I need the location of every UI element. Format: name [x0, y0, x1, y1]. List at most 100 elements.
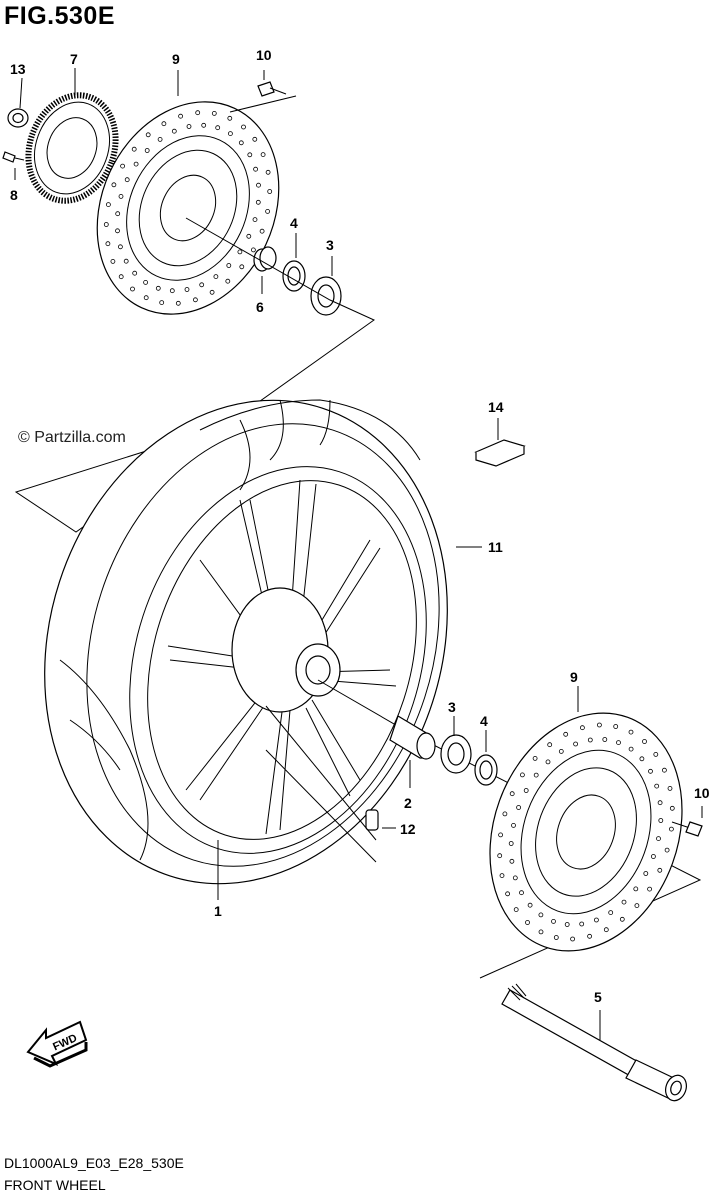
disc-hole — [616, 740, 621, 745]
disc-hole — [532, 756, 538, 761]
disc-hole — [192, 297, 198, 303]
disc-hole — [647, 886, 652, 892]
disc-hole — [255, 199, 261, 205]
callout-4-right: 4 — [480, 713, 488, 729]
disc-hole — [143, 295, 149, 301]
disc-hole — [178, 113, 184, 119]
disc-hole — [654, 783, 660, 789]
disc-hole — [643, 871, 649, 876]
disc-hole — [662, 767, 667, 773]
axle-5[interactable] — [501, 983, 690, 1104]
callout-1: 1 — [214, 903, 222, 919]
spacer-2[interactable] — [389, 715, 436, 788]
disc-bolt-10-top[interactable] — [257, 70, 287, 97]
disc-hole — [621, 899, 627, 905]
disc-hole — [502, 811, 508, 817]
disc-hole — [579, 921, 585, 927]
disc-hole — [520, 772, 525, 778]
disc-hole — [247, 152, 253, 158]
figure-title: FIG.530E — [4, 2, 115, 30]
disc-hole — [523, 788, 529, 793]
bearing-3-top[interactable] — [310, 256, 342, 316]
disc-hole — [132, 270, 138, 276]
disc-hole — [103, 222, 109, 227]
disc-hole — [505, 891, 511, 897]
disc-hole — [513, 907, 519, 912]
callout-9-top: 9 — [172, 51, 180, 67]
callout-14: 14 — [488, 399, 504, 415]
disc-hole — [580, 725, 585, 731]
disc-hole — [509, 858, 515, 864]
disc-bolt-10-right[interactable] — [671, 806, 703, 837]
disc-hole — [267, 189, 273, 194]
disc-hole — [115, 211, 121, 217]
disc-hole — [509, 791, 515, 797]
disc-hole — [195, 110, 201, 116]
disc-hole — [547, 742, 553, 748]
disc-hole — [227, 115, 233, 121]
disc-hole — [651, 854, 656, 859]
disc-hole — [597, 722, 602, 728]
nut-13[interactable] — [7, 77, 29, 128]
bearing-3-right[interactable] — [440, 716, 472, 774]
disc-hole — [226, 263, 232, 268]
disc-hole — [250, 247, 256, 253]
disc-hole — [573, 741, 578, 747]
disc-hole — [658, 818, 664, 823]
wheel-rim-1[interactable] — [82, 428, 474, 900]
disc-hole — [175, 300, 181, 306]
disc-hole — [239, 264, 245, 270]
disc-hole — [209, 289, 215, 295]
disc-hole — [238, 140, 244, 146]
disc-hole — [558, 749, 564, 754]
disc-hole — [143, 279, 149, 285]
disc-hole — [186, 124, 192, 129]
disc-hole — [123, 258, 129, 264]
oil-seal-4-top[interactable] — [282, 233, 306, 292]
callout-6: 6 — [256, 299, 264, 315]
brake-disc-9-top[interactable] — [64, 70, 313, 344]
disc-hole — [667, 786, 673, 791]
disc-hole — [533, 772, 539, 778]
callout-2: 2 — [404, 795, 412, 811]
bolt-8[interactable] — [2, 151, 25, 180]
balancer-weight-14[interactable] — [474, 418, 526, 467]
disc-hole — [133, 161, 139, 167]
disc-hole — [497, 853, 503, 859]
disc-hole — [594, 917, 599, 923]
disc-hole — [124, 177, 130, 183]
disc-hole — [628, 746, 634, 752]
disc-hole — [201, 122, 207, 128]
spacer-6[interactable] — [253, 246, 277, 294]
callout-13: 13 — [10, 61, 26, 77]
disc-hole — [105, 241, 111, 247]
disc-hole — [118, 244, 123, 250]
disc-hole — [553, 935, 559, 940]
disc-hole — [664, 847, 670, 853]
sensor-ring-7[interactable] — [14, 68, 130, 213]
callout-7: 7 — [70, 51, 78, 67]
disc-hole — [538, 929, 544, 935]
callout-11: 11 — [488, 539, 503, 555]
disc-hole — [642, 739, 647, 744]
callout-3-right: 3 — [448, 699, 456, 715]
disc-hole — [155, 285, 161, 291]
brake-disc-9-right[interactable] — [458, 686, 714, 978]
valve-12[interactable] — [365, 809, 396, 831]
oil-seal-4-right[interactable] — [474, 730, 498, 786]
disc-hole — [115, 228, 120, 234]
disc-hole — [516, 805, 521, 810]
disc-hole — [619, 916, 625, 922]
disc-hole — [184, 287, 190, 292]
disc-hole — [498, 832, 504, 838]
disc-hole — [171, 128, 177, 134]
disc-hole — [669, 826, 674, 832]
disc-hole — [634, 903, 640, 908]
forward-arrow-icon: FWD — [26, 1020, 88, 1068]
disc-hole — [169, 288, 175, 294]
callout-9-right: 9 — [570, 669, 578, 685]
disc-hole — [256, 182, 261, 188]
watermark: © Partzilla.com — [18, 429, 126, 446]
disc-hole — [648, 768, 653, 774]
